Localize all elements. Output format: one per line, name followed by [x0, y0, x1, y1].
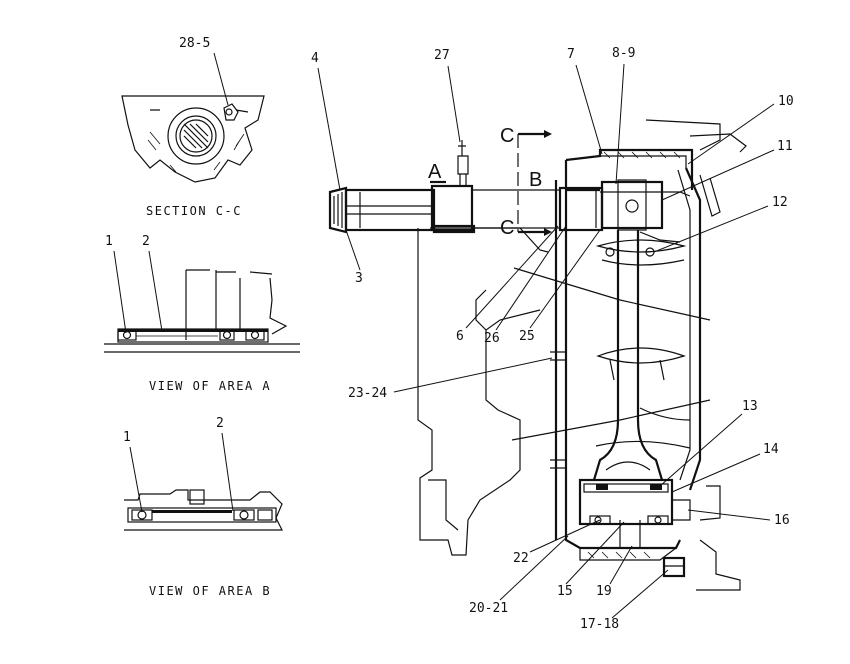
- callout-19: 19: [596, 584, 612, 599]
- main-assembly: [328, 119, 747, 591]
- view-area-a: [104, 269, 300, 353]
- callout-6: 6: [456, 329, 464, 344]
- callout-26: 26: [484, 331, 500, 346]
- callout-25: 25: [519, 329, 535, 344]
- callout-11: 11: [777, 139, 793, 154]
- area-mark-a: A: [428, 161, 442, 183]
- section-mark-c-bottom: C: [500, 217, 514, 239]
- leader-27: [447, 65, 461, 143]
- leader-13: [659, 413, 743, 487]
- leader-b-2: [221, 432, 234, 512]
- caption-section-cc: SECTION C-C: [146, 204, 242, 218]
- leader-19: [609, 545, 633, 585]
- callout-10: 10: [778, 94, 794, 109]
- area-b-callout-1: 1: [123, 430, 131, 445]
- leader-b-1: [129, 446, 143, 513]
- leader-15: [565, 521, 625, 585]
- callout-16: 16: [774, 513, 790, 528]
- callout-23-24: 23-24: [348, 386, 387, 401]
- leader-25: [529, 229, 601, 329]
- callout-28-5: 28-5: [179, 36, 210, 51]
- area-a-callout-1: 1: [105, 234, 113, 249]
- caption-view-area-b: VIEW OF AREA B: [149, 584, 271, 598]
- leader-20-21: [499, 535, 569, 601]
- leader-17-18: [611, 569, 669, 619]
- callout-4: 4: [311, 51, 319, 66]
- callout-7: 7: [567, 47, 575, 62]
- section-mark-c-top: C: [500, 125, 514, 147]
- leader-7: [575, 64, 603, 155]
- leader-12: [653, 205, 769, 253]
- callout-13: 13: [742, 399, 758, 414]
- leader-22: [529, 519, 601, 553]
- caption-view-area-a: VIEW OF AREA A: [149, 379, 271, 393]
- leader-8-9: [615, 63, 625, 185]
- leader-11: [661, 149, 775, 201]
- callout-14: 14: [763, 442, 779, 457]
- callout-22: 22: [513, 551, 529, 566]
- callout-20-21: 20-21: [469, 601, 508, 616]
- area-a-callout-2: 2: [142, 234, 150, 249]
- view-area-b: [124, 489, 283, 531]
- callout-17-18: 17-18: [580, 617, 619, 632]
- leader-14: [671, 453, 761, 493]
- leader-6: [465, 225, 559, 329]
- leader-10: [687, 103, 775, 165]
- callout-3: 3: [355, 271, 363, 286]
- leader-28-5: [213, 52, 229, 106]
- leader-16: [687, 509, 771, 521]
- leader-23-24: [393, 357, 553, 393]
- area-b-callout-2: 2: [216, 416, 224, 431]
- callout-15: 15: [557, 584, 573, 599]
- leader-a-1: [113, 250, 127, 334]
- leader-a-2: [148, 250, 163, 332]
- callout-8-9: 8-9: [612, 46, 635, 61]
- leader-3: [345, 229, 361, 271]
- section-cc-view: [121, 95, 265, 183]
- callout-27: 27: [434, 48, 450, 63]
- leader-26: [495, 225, 567, 331]
- area-mark-b: B: [529, 169, 542, 191]
- callout-12: 12: [772, 195, 788, 210]
- leader-4: [317, 67, 341, 191]
